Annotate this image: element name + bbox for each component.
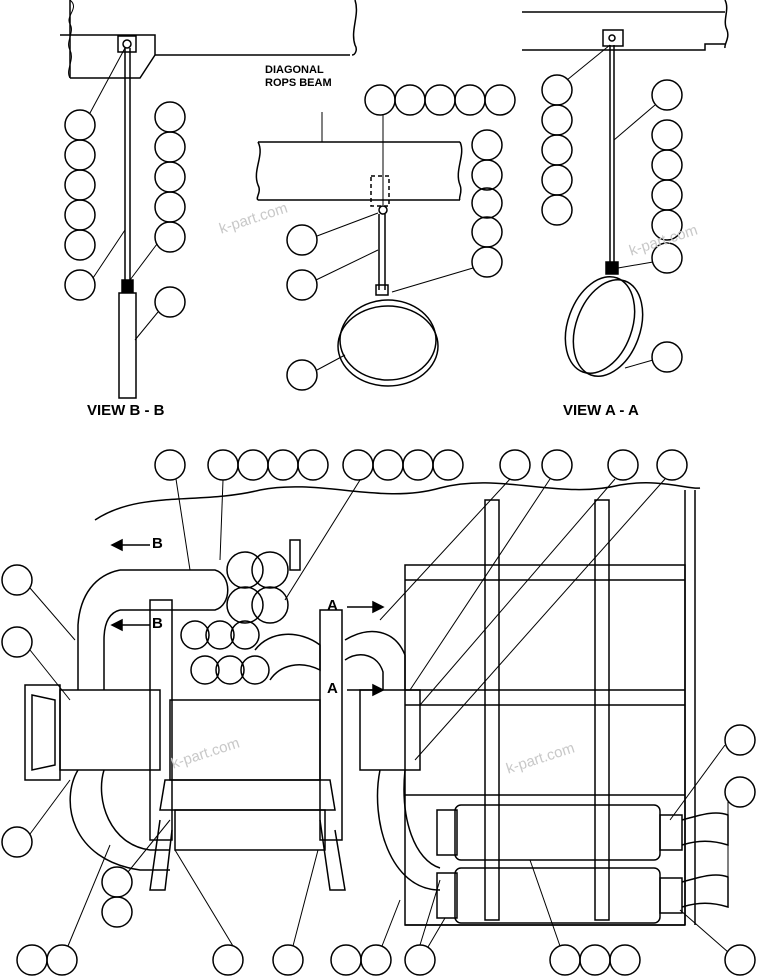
engine-block — [149, 599, 346, 891]
section-marker-b-lower: B — [152, 615, 163, 632]
flange-plate — [24, 684, 61, 781]
callouts-view-a — [541, 44, 683, 373]
turbo-cluster — [180, 539, 321, 685]
diagonal-beam-label-line1: DIAGONAL — [265, 64, 324, 76]
callouts-view-b — [64, 47, 186, 341]
view-a-detail — [522, 0, 729, 377]
clamp-ring-center — [339, 299, 437, 381]
section-marker-a-upper: A — [327, 597, 338, 614]
callouts-main — [1, 449, 756, 976]
view-a-title: VIEW A - A — [563, 402, 639, 419]
rops-beam-detail — [255, 84, 516, 391]
section-marker-b-upper: B — [152, 535, 163, 552]
diagonal-beam-label-line2: ROPS BEAM — [265, 77, 332, 89]
main-assembly — [1, 449, 756, 976]
frame-structure — [404, 490, 696, 926]
callouts-center — [286, 84, 516, 391]
section-marker-a-lower: A — [327, 680, 338, 697]
bracket-b — [117, 35, 137, 53]
clamp-ring-view-a — [564, 276, 636, 374]
view-b-detail — [60, 0, 358, 399]
strap-b — [118, 292, 137, 399]
section-arrows — [110, 538, 385, 697]
exhaust-pipes — [59, 569, 441, 891]
view-b-title: VIEW B - B — [87, 402, 165, 419]
